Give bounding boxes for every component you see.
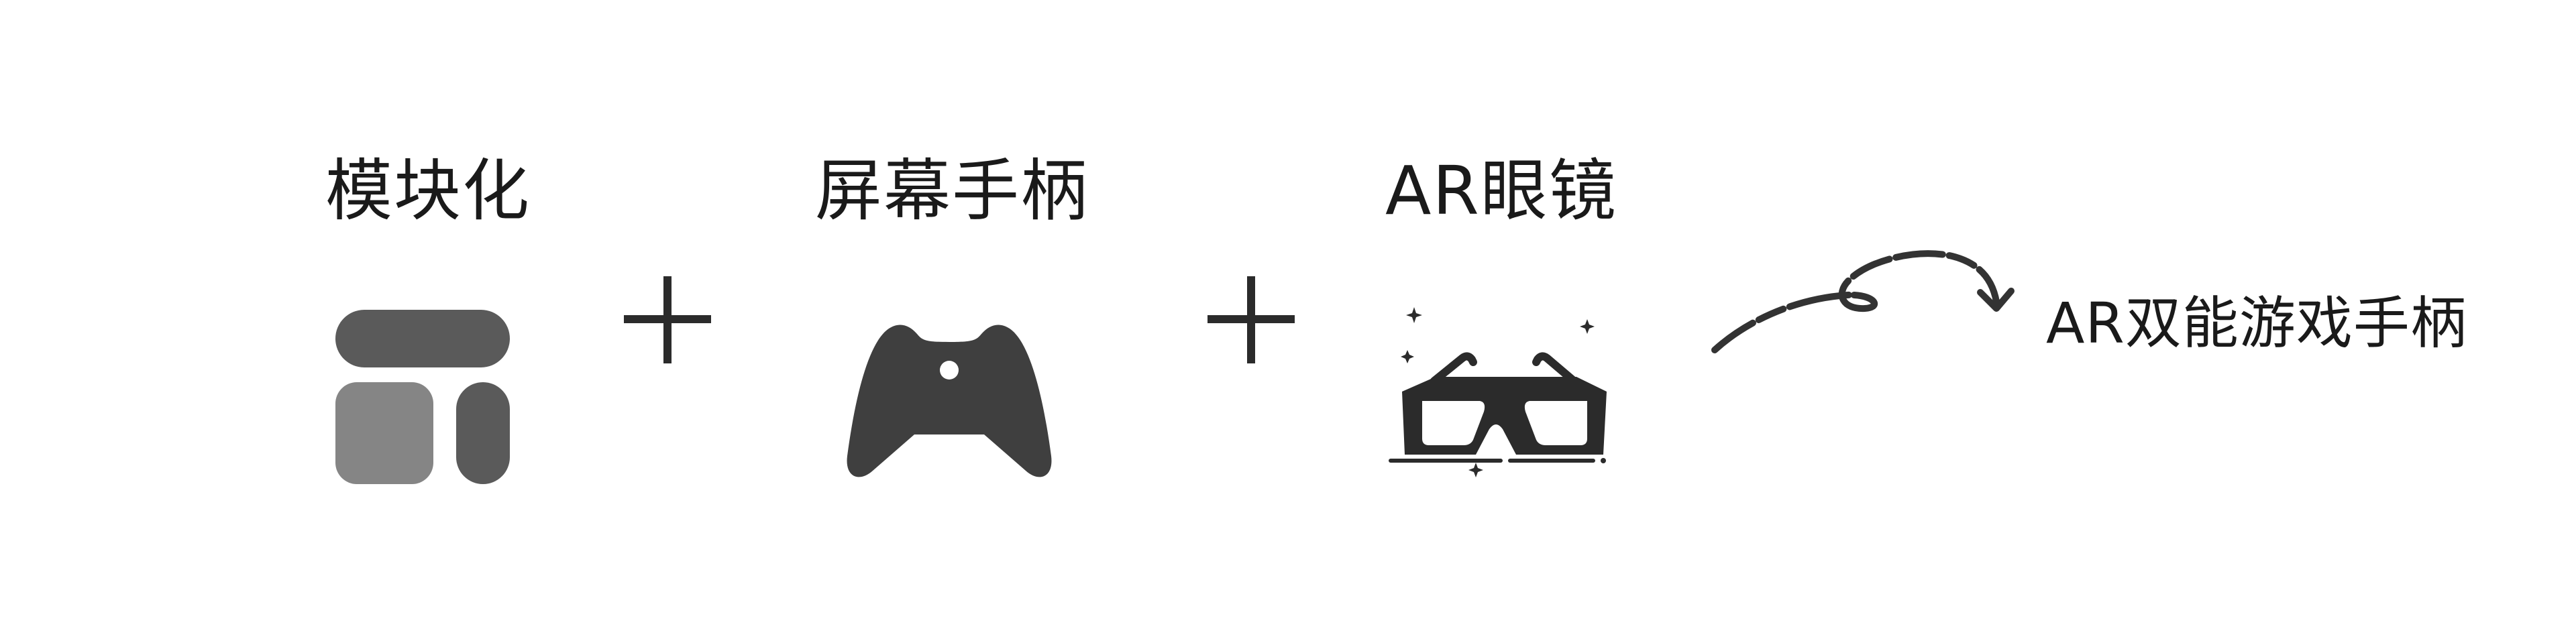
label-ar-glasses: AR眼镜 bbox=[1385, 152, 1617, 230]
label-modular: 模块化 bbox=[325, 152, 531, 230]
plus-icon bbox=[624, 276, 711, 363]
3d-glasses-icon bbox=[1375, 302, 1610, 483]
label-result: AR双能游戏手柄 bbox=[2046, 290, 2467, 356]
modular-layout-icon bbox=[335, 310, 510, 485]
plus-icon bbox=[1208, 276, 1295, 363]
curly-arrow-icon bbox=[1704, 235, 2026, 362]
label-screen-controller: 屏幕手柄 bbox=[815, 152, 1089, 230]
game-controller-icon bbox=[842, 322, 1057, 483]
